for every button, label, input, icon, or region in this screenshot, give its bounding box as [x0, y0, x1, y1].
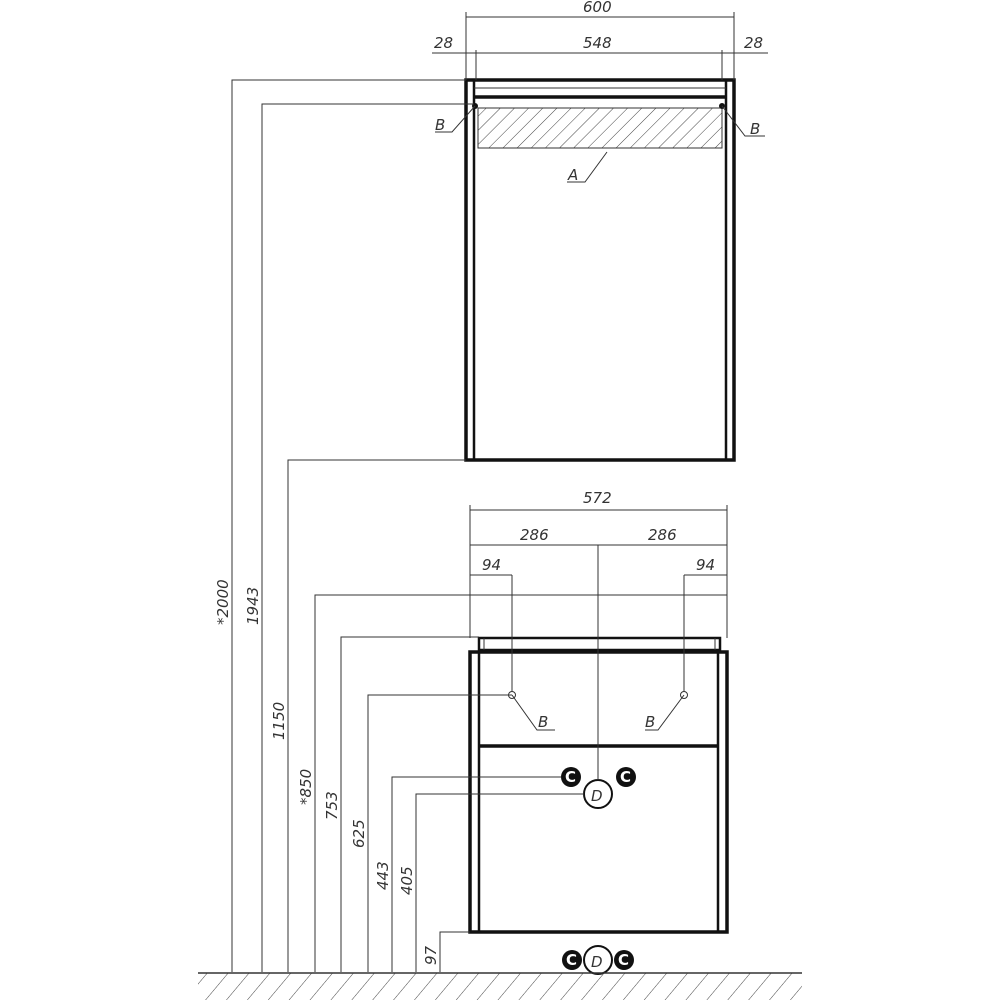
dim-94-left: 94 [482, 556, 501, 574]
svg-text:C: C [565, 768, 576, 786]
svg-text:C: C [618, 951, 629, 969]
floor [198, 972, 802, 1000]
dim-572: 572 [583, 489, 612, 507]
dim-28-left: 28 [434, 34, 453, 52]
mount-label-left: B [435, 116, 445, 134]
dim-286-right: 286 [648, 526, 677, 544]
height-625: 625 [350, 819, 368, 848]
height-753: 753 [323, 791, 341, 820]
cold-water-inlet: C [561, 767, 581, 787]
light-panel-hatched [477, 107, 723, 149]
height-1943: 1943 [244, 587, 262, 625]
dim-548: 548 [583, 34, 612, 52]
dim-94-right: 94 [696, 556, 715, 574]
drain-outlet: D [583, 779, 613, 809]
floor-outlets: C D C [562, 945, 634, 975]
height-97: 97 [422, 945, 440, 965]
wall-cabinet: B B A 600 548 28 28 [432, 0, 768, 462]
height-1150: 1150 [270, 702, 288, 740]
mount-label-left: B [538, 713, 548, 731]
height-2000: *2000 [214, 579, 232, 625]
svg-text:C: C [620, 768, 631, 786]
dim-28-right: 28 [744, 34, 763, 52]
dim-600: 600 [583, 0, 612, 16]
svg-text:D: D [591, 787, 603, 805]
dim-286-left: 286 [520, 526, 549, 544]
hot-water-inlet: C [616, 767, 636, 787]
light-label: A [567, 166, 578, 184]
base-cabinet: B B C C D C D C 572 286 286 [468, 489, 729, 975]
svg-text:D: D [591, 953, 603, 971]
mount-label-right: B [645, 713, 655, 731]
height-443: 443 [374, 861, 392, 890]
mount-label-right: B [750, 120, 760, 138]
height-850: *850 [297, 769, 315, 805]
height-405: 405 [398, 866, 416, 895]
svg-text:C: C [566, 951, 577, 969]
height-dimensions: *2000 1943 1150 *850 753 625 443 405 97 [214, 79, 727, 972]
